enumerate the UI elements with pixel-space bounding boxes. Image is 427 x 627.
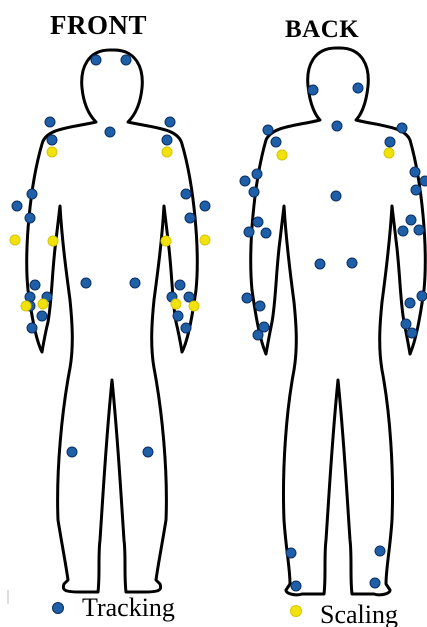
front-tracking-marker-12 xyxy=(25,213,35,223)
front-tracking-marker-10 xyxy=(12,201,22,211)
back-tracking-marker-7 xyxy=(385,137,395,147)
front-tracking-marker-1 xyxy=(91,55,101,65)
back-tracking-marker-18 xyxy=(414,225,424,235)
back-tracking-marker-9 xyxy=(410,167,420,177)
back-tracking-marker-10 xyxy=(240,176,250,186)
back-tracking-marker-8 xyxy=(252,169,262,179)
front-scaling-marker-8 xyxy=(38,299,48,309)
back-tracking-marker-24 xyxy=(417,291,427,301)
back-tracking-marker-15 xyxy=(253,217,263,227)
back-tracking-marker-16 xyxy=(406,215,416,225)
front-tracking-marker-9 xyxy=(181,189,191,199)
back-tracking-marker-11 xyxy=(420,176,427,186)
front-tracking-marker-4 xyxy=(165,117,175,127)
back-tracking-marker-19 xyxy=(261,228,271,238)
legend-tracking-label: Tracking xyxy=(82,593,175,623)
front-tracking-marker-16 xyxy=(30,280,40,290)
back-tracking-marker-4 xyxy=(263,125,273,135)
back-tracking-marker-31 xyxy=(286,548,296,558)
front-tracking-marker-25 xyxy=(181,323,191,333)
back-tracking-marker-21 xyxy=(315,259,325,269)
back-tracking-marker-32 xyxy=(375,546,385,556)
back-scaling-marker-2 xyxy=(384,148,394,158)
front-scaling-marker-4 xyxy=(48,236,58,246)
front-tracking-marker-22 xyxy=(37,311,47,321)
front-tracking-marker-8 xyxy=(27,189,37,199)
back-tracking-marker-33 xyxy=(291,581,301,591)
front-tracking-marker-3 xyxy=(45,117,55,127)
back-tracking-marker-1 xyxy=(308,85,318,95)
back-tracking-marker-25 xyxy=(255,301,265,311)
back-tracking-marker-20 xyxy=(398,226,408,236)
back-tracking-marker-30 xyxy=(407,328,417,338)
back-tracking-marker-3 xyxy=(332,121,342,131)
back-tracking-marker-12 xyxy=(249,187,259,197)
front-scaling-marker-9 xyxy=(171,299,181,309)
back-tracking-marker-2 xyxy=(353,83,363,93)
front-tracking-marker-17 xyxy=(175,280,185,290)
back-tracking-marker-13 xyxy=(411,185,421,195)
back-tracking-marker-22 xyxy=(347,258,357,268)
front-scaling-marker-7 xyxy=(21,301,31,311)
front-tracking-marker-24 xyxy=(27,323,37,333)
back-tracking-marker-29 xyxy=(253,330,263,340)
legend-scaling-label: Scaling xyxy=(320,600,398,627)
front-tracking-marker-23 xyxy=(173,311,183,321)
front-tracking-marker-14 xyxy=(81,278,91,288)
back-tracking-marker-23 xyxy=(242,293,252,303)
back-tracking-marker-34 xyxy=(370,578,380,588)
back-scaling-marker-1 xyxy=(277,150,287,160)
legend-scaling-swatch xyxy=(291,606,302,617)
front-tracking-marker-11 xyxy=(200,201,210,211)
front-scaling-marker-3 xyxy=(10,235,20,245)
front-scaling-marker-1 xyxy=(47,147,57,157)
back-tracking-marker-28 xyxy=(401,319,411,329)
front-tracking-marker-2 xyxy=(121,55,131,65)
front-scaling-marker-2 xyxy=(162,147,172,157)
front-tracking-marker-6 xyxy=(47,135,57,145)
front-scaling-marker-5 xyxy=(161,236,171,246)
back-tracking-marker-14 xyxy=(331,191,341,201)
back-tracking-marker-26 xyxy=(405,298,415,308)
back-tracking-marker-17 xyxy=(244,227,254,237)
front-tracking-marker-13 xyxy=(185,213,195,223)
back-tracking-marker-6 xyxy=(271,137,281,147)
front-tracking-marker-21 xyxy=(184,292,194,302)
front-scaling-marker-6 xyxy=(200,235,210,245)
front-tracking-marker-15 xyxy=(130,278,140,288)
front-tracking-marker-27 xyxy=(143,447,153,457)
front-tracking-marker-26 xyxy=(67,447,77,457)
back-tracking-marker-5 xyxy=(397,123,407,133)
legend-tracking-swatch xyxy=(53,603,64,614)
front-tracking-marker-5 xyxy=(105,127,115,137)
front-tracking-marker-7 xyxy=(162,135,172,145)
front-scaling-marker-10 xyxy=(189,301,199,311)
